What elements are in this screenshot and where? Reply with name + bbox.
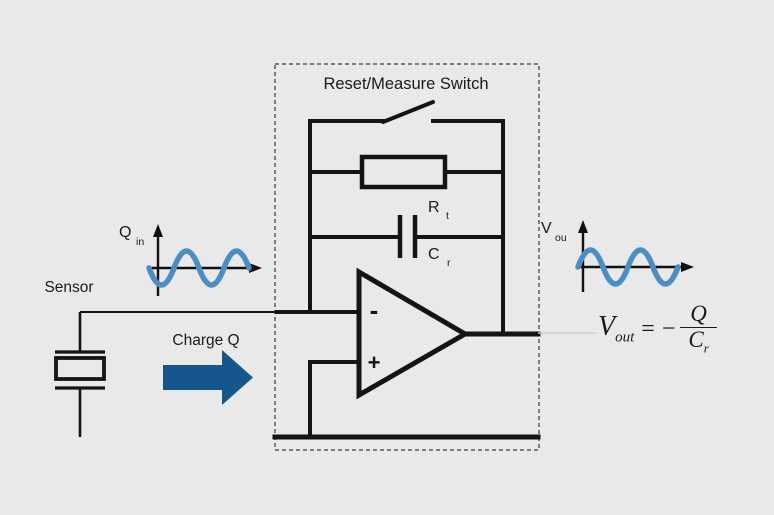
- sensor-label: Sensor: [44, 279, 93, 296]
- charge-flow-arrow-icon: [163, 350, 253, 405]
- wire-left-feedback: [308, 119, 385, 314]
- vout-waveform: V ou: [541, 220, 694, 292]
- output-formula: Vout = − Q Cr: [598, 293, 773, 365]
- formula-vout: Vout: [598, 311, 634, 347]
- formula-numerator: Q: [690, 301, 707, 327]
- switch-lever: [381, 100, 435, 124]
- piezo-sensor-symbol: [54, 312, 106, 437]
- formula-fraction: Q Cr: [680, 301, 717, 356]
- resistor-label-sub: t: [446, 210, 449, 222]
- wire-noninverting-to-ground: [308, 360, 361, 439]
- opamp-symbol: - +: [356, 267, 470, 400]
- reset-switch-symbol: [381, 100, 505, 124]
- opamp-noninverting-input-label: +: [368, 350, 381, 375]
- vout-x-axis-arrow-icon: [681, 262, 694, 272]
- formula-den-sub: r: [703, 340, 709, 356]
- opamp-inverting-input-label: -: [370, 295, 379, 325]
- qin-label-sub: in: [136, 236, 144, 248]
- formula-equals: =: [641, 315, 655, 342]
- qin-y-axis-arrow-icon: [153, 224, 163, 237]
- capacitor-label-sub: r: [447, 257, 451, 269]
- reset-measure-switch-box: [274, 63, 540, 451]
- qin-waveform: Q in: [119, 224, 262, 296]
- vout-label: V: [541, 220, 552, 237]
- formula-v: V: [598, 311, 616, 343]
- qin-x-axis-arrow-icon: [249, 263, 262, 273]
- charge-label: Charge Q: [172, 332, 239, 349]
- box-title: Reset/Measure Switch: [323, 75, 488, 93]
- capacitor-label: C: [428, 246, 440, 263]
- formula-minus: −: [661, 315, 676, 342]
- opamp-triangle: [356, 267, 470, 400]
- feedback-capacitor-symbol: [308, 215, 505, 258]
- vout-sine-curve: [575, 247, 681, 287]
- qin-label: Q: [119, 224, 131, 241]
- vout-y-axis-arrow-icon: [578, 220, 588, 233]
- formula-v-sub: out: [615, 329, 635, 346]
- formula-den-c: C: [688, 327, 704, 353]
- resistor-body: [359, 154, 448, 190]
- sensor-crystal: [54, 356, 106, 381]
- qin-sine-curve: [146, 248, 252, 288]
- vout-label-sub: ou: [555, 232, 567, 244]
- resistor-label: R: [428, 199, 440, 216]
- feedback-resistor-symbol: [308, 154, 505, 190]
- formula-denominator: Cr: [680, 327, 717, 356]
